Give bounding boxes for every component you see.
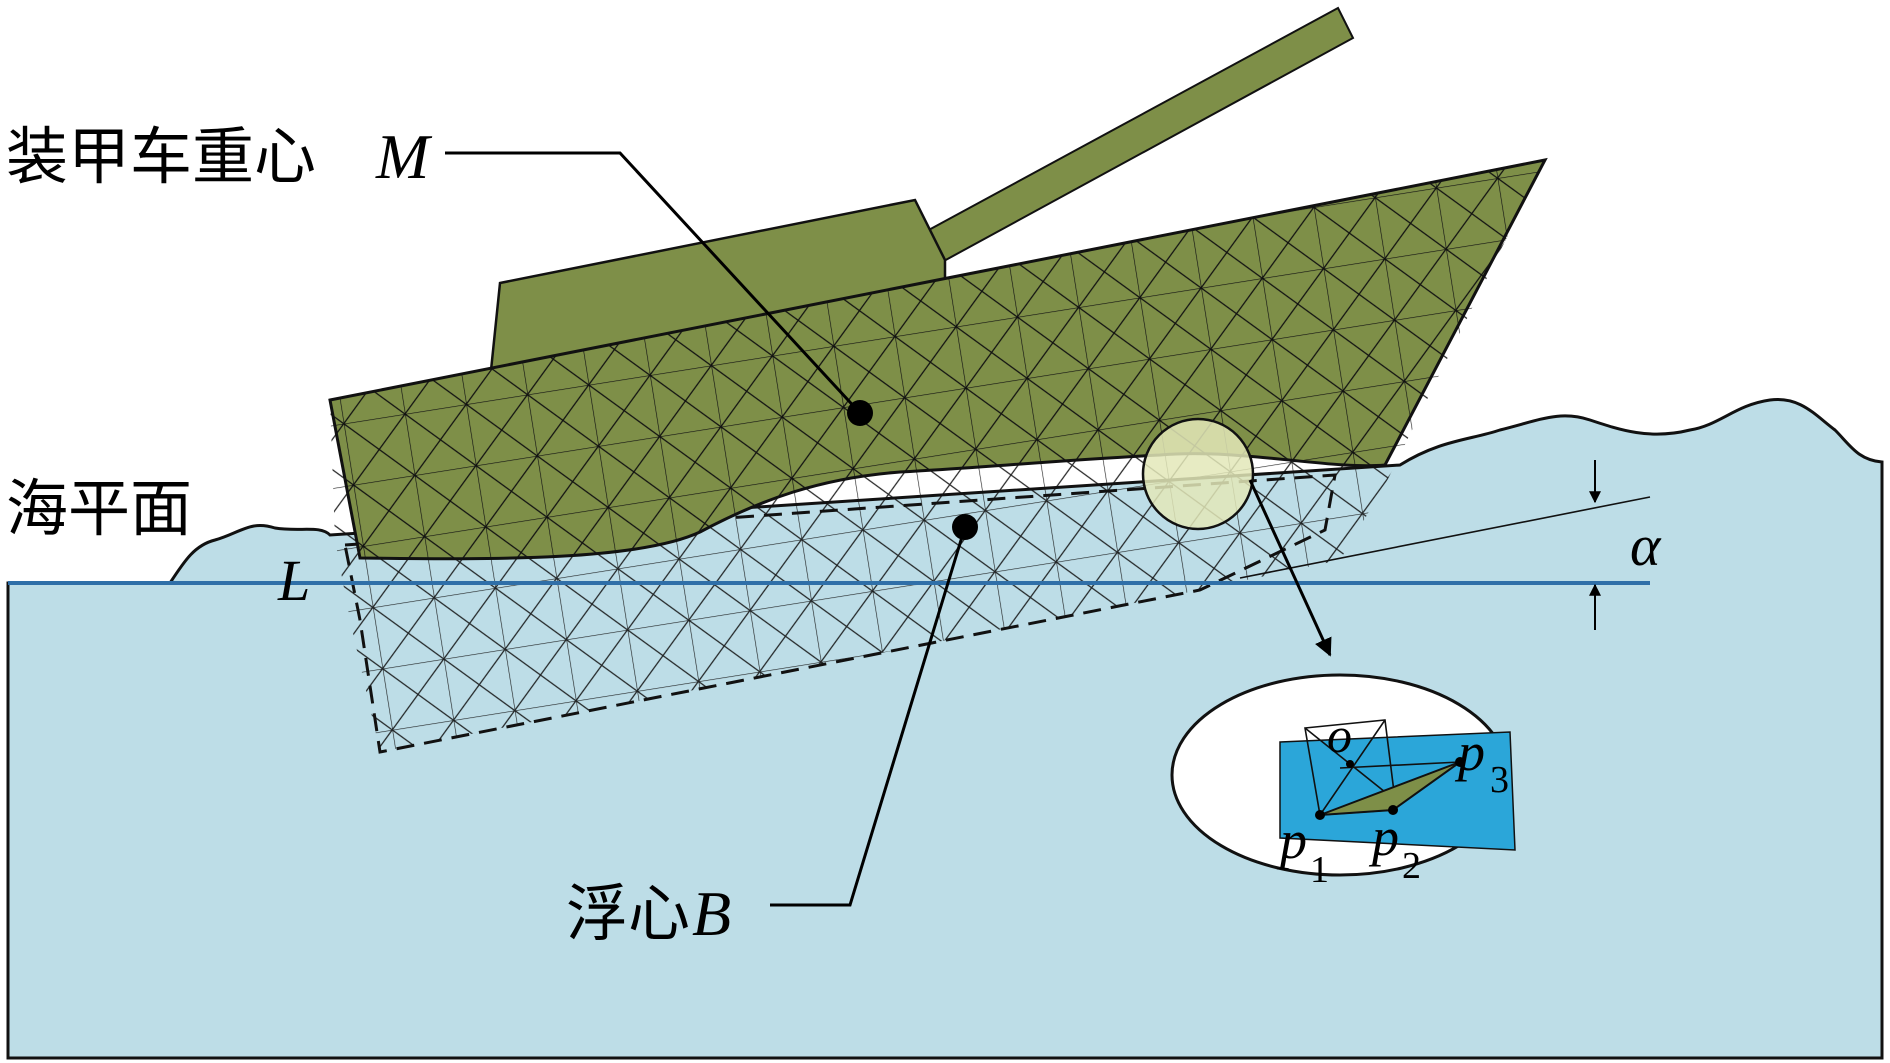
center-of-gravity-leader [445,151,862,415]
point-p2 [1388,805,1398,815]
hull-mesh [330,160,1545,559]
point-p1 [1315,810,1325,820]
sea-level-label: 海平面 [6,472,192,545]
inset-o-label: o [1327,707,1352,763]
angle-label: α [1630,513,1662,578]
buoyancy-center-symbol: B [692,878,731,949]
buoyancy-center-leader [770,526,967,907]
center-of-gravity-label: 装甲车重心 [6,120,316,193]
center-of-gravity-symbol: M [375,121,433,192]
p3-subscript: 3 [1490,759,1509,801]
p2-subscript: 2 [1402,845,1421,887]
point-o [1346,760,1354,768]
p2-label: p [1368,807,1399,867]
p1-subscript: 1 [1310,849,1329,891]
point-p3 [1455,757,1465,767]
inset-triangle [1319,761,1461,816]
buoyancy-center-label: 浮心 [566,877,690,950]
waterline-tilted [1239,496,1651,579]
p1-label: p [1276,810,1307,870]
waterline-label: L [277,548,310,613]
inset-pointer [1248,479,1332,657]
p3-label: p [1454,722,1485,782]
contact-highlight [1141,417,1255,531]
